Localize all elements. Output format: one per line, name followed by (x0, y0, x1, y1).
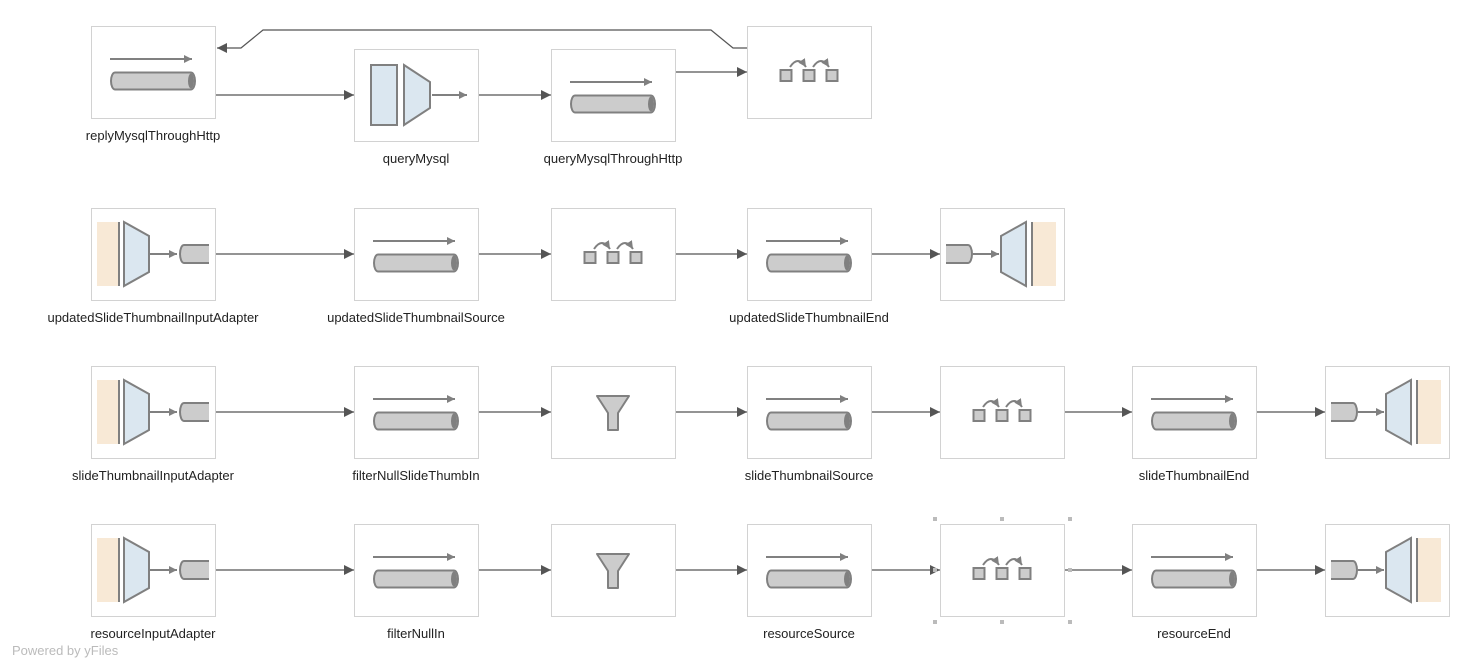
window-icon (779, 58, 839, 82)
node-label: updatedSlideThumbnailSource (327, 310, 505, 325)
diagram-node-n20[interactable]: resourceSource (747, 524, 872, 642)
edges-layer (215, 29, 1325, 575)
selection-handles[interactable] (933, 517, 1072, 624)
node-label: updatedSlideThumbnailInputAdapter (47, 310, 259, 325)
diagram-node-n12[interactable] (551, 366, 676, 459)
diagram-node-n19[interactable] (551, 524, 676, 617)
diagram-node-n17[interactable]: resourceInputAdapter (90, 524, 216, 642)
node-label: filterNullIn (387, 626, 445, 641)
diagram-node-n11[interactable]: filterNullSlideThumbIn (352, 366, 480, 484)
node-label: slideThumbnailSource (745, 468, 874, 483)
filter-icon (596, 395, 630, 431)
diagram-node-n7[interactable] (551, 208, 676, 301)
input-adapter-icon (97, 220, 209, 288)
stream-icon (766, 553, 852, 589)
diagram-node-n9[interactable] (940, 208, 1065, 301)
nodes-layer: replyMysqlThroughHttp queryMysql queryMysq… (47, 26, 1450, 642)
resize-handle[interactable] (1068, 620, 1072, 624)
resize-handle[interactable] (933, 620, 937, 624)
stream-icon (1151, 395, 1237, 431)
diagram-node-n3[interactable]: queryMysqlThroughHttp (544, 49, 683, 167)
node-label: slideThumbnailInputAdapter (72, 468, 235, 483)
diagram-node-n2[interactable]: queryMysql (354, 49, 479, 167)
output-adapter-icon (1331, 536, 1441, 604)
stream-icon (570, 78, 656, 114)
stream-icon (1151, 553, 1237, 589)
resize-handle[interactable] (1068, 517, 1072, 521)
node-label: resourceInputAdapter (90, 626, 216, 641)
resize-handle[interactable] (1000, 517, 1004, 521)
edge-n4-n1[interactable] (217, 29, 747, 53)
diagram-node-n23[interactable] (1325, 524, 1450, 617)
input-adapter-icon (97, 378, 209, 446)
diagram-node-n4[interactable] (747, 26, 872, 119)
node-label: queryMysql (383, 151, 450, 166)
diagram-node-n22[interactable]: resourceEnd (1132, 524, 1257, 642)
watermark: Powered by yFiles (12, 643, 119, 658)
node-label: replyMysqlThroughHttp (86, 128, 220, 143)
diagram-node-n13[interactable]: slideThumbnailSource (745, 366, 874, 484)
output-adapter-icon (946, 220, 1056, 288)
node-label: resourceSource (763, 626, 855, 641)
node-label: queryMysqlThroughHttp (544, 151, 683, 166)
filter-icon (596, 553, 630, 589)
node-label: resourceEnd (1157, 626, 1231, 641)
diagram-node-n1[interactable]: replyMysqlThroughHttp (86, 26, 220, 144)
stream-icon (110, 55, 196, 91)
window-icon (972, 556, 1032, 580)
stream-icon (373, 553, 459, 589)
diagram-node-n10[interactable]: slideThumbnailInputAdapter (72, 366, 235, 484)
diagram-node-n8[interactable]: updatedSlideThumbnailEnd (729, 208, 889, 326)
diagram-node-n14[interactable] (940, 366, 1065, 459)
window-icon (583, 240, 643, 264)
resize-handle[interactable] (1000, 620, 1004, 624)
resize-handle[interactable] (1068, 568, 1072, 572)
stream-icon (373, 395, 459, 431)
input-adapter-icon (97, 536, 209, 604)
diagram-node-n16[interactable] (1325, 366, 1450, 459)
node-label: filterNullSlideThumbIn (352, 468, 479, 483)
node-label: updatedSlideThumbnailEnd (729, 310, 889, 325)
stream-icon (766, 237, 852, 273)
diagram-node-n15[interactable]: slideThumbnailEnd (1132, 366, 1257, 484)
output-adapter-icon (1331, 378, 1441, 446)
stream-icon (766, 395, 852, 431)
diagram-node-n21[interactable] (933, 517, 1072, 624)
diagram-node-n18[interactable]: filterNullIn (354, 524, 479, 642)
resize-handle[interactable] (933, 568, 937, 572)
diagram-node-n6[interactable]: updatedSlideThumbnailSource (327, 208, 505, 326)
node-label: slideThumbnailEnd (1139, 468, 1250, 483)
stream-icon (373, 237, 459, 273)
diagram-node-n5[interactable]: updatedSlideThumbnailInputAdapter (47, 208, 259, 326)
query-icon (370, 63, 467, 127)
window-icon (972, 398, 1032, 422)
resize-handle[interactable] (933, 517, 937, 521)
